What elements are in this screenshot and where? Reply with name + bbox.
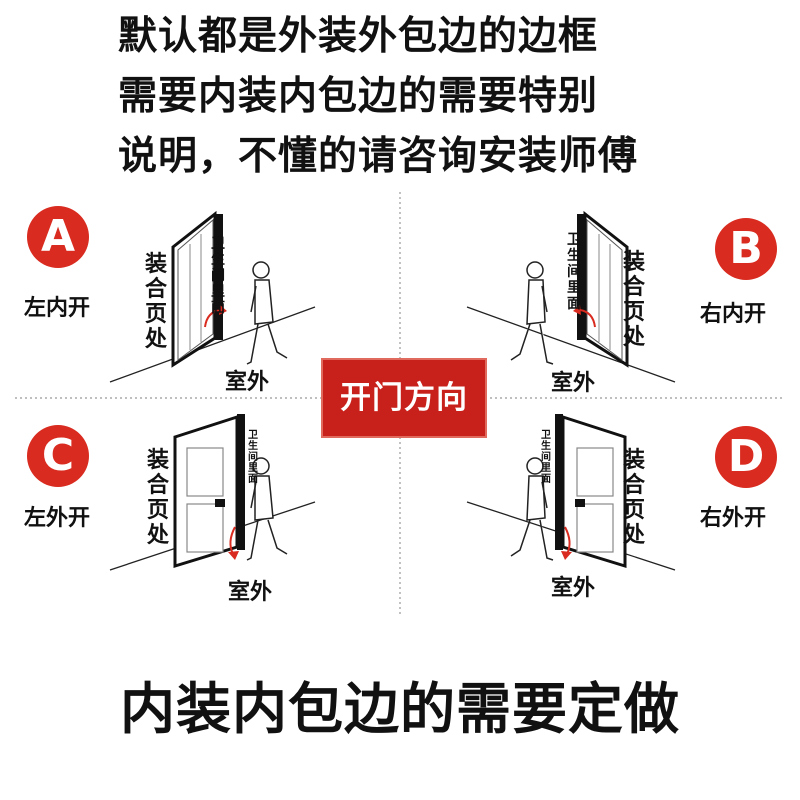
door-jamb (577, 214, 585, 340)
badge-a: A (27, 206, 89, 268)
footer-note: 内装内包边的需要定做 (119, 677, 680, 741)
open-arrow (204, 309, 221, 328)
door-direction-diagram: A 左内开 装合页处 卫生间里面 室外 B 右内开 装合页处 卫生间里面 室外 … (15, 192, 785, 614)
caption-b: 右内开 (700, 302, 767, 327)
outside-label-c: 室外 (228, 580, 273, 605)
door-panel-lower (186, 503, 224, 553)
caption-a: 左内开 (24, 296, 91, 321)
header-line-3: 说明，不懂的请咨询安装师傅 (118, 134, 639, 179)
caption-c: 左外开 (24, 506, 91, 531)
hinge-label-b: 装合页处 (622, 250, 645, 350)
hinge-label-c: 装合页处 (146, 448, 169, 548)
door-leaf (177, 218, 214, 361)
badge-b: B (715, 218, 777, 280)
outside-label-d: 室外 (551, 576, 596, 601)
outside-label-a: 室外 (225, 370, 270, 395)
door-direction-title: 开门方向 (340, 380, 468, 416)
outside-label-b: 室外 (551, 371, 596, 396)
door-panel-lower (576, 503, 614, 553)
walking-person (246, 457, 288, 561)
header-line-1: 默认都是外装外包边的边框 (118, 14, 599, 59)
door-panel-upper (576, 447, 614, 497)
walking-person (510, 261, 554, 365)
badge-c: C (27, 425, 89, 487)
header-line-2: 需要内装内包边的需要特别 (118, 74, 599, 119)
door-jamb (237, 414, 245, 550)
quadrant-b-drawing (466, 210, 676, 383)
header-notice: 默认都是外装外包边的边框 需要内装内包边的需要特别 说明，不懂的请咨询安装师傅 (0, 0, 800, 190)
door-handle (215, 499, 225, 507)
room-label-b: 卫生间里面 (567, 232, 581, 312)
door-handle (575, 499, 585, 507)
badge-d: D (715, 426, 777, 488)
door-jamb (215, 214, 223, 340)
door-direction-title-box: 开门方向 (321, 358, 487, 438)
hinge-label-d: 装合页处 (622, 448, 645, 548)
walking-person (246, 261, 288, 365)
quadrant-a-drawing (109, 210, 316, 383)
room-label-a: 卫生间里面 (211, 236, 225, 316)
hinge-label-a: 装合页处 (144, 252, 167, 352)
walking-person (510, 457, 554, 561)
diagram-drawing (15, 192, 785, 614)
open-arrow (579, 309, 596, 328)
room-label-d: 卫生间里面 (541, 430, 551, 485)
wall-line (466, 306, 676, 383)
door-panel-upper (186, 447, 224, 497)
quadrant-c-drawing (109, 414, 316, 571)
door-leaf (586, 218, 623, 361)
wall-line (109, 306, 316, 383)
room-label-c: 卫生间里面 (248, 430, 258, 485)
door-jamb (555, 414, 563, 550)
caption-d: 右外开 (700, 506, 767, 531)
quadrant-d-drawing (466, 414, 676, 571)
